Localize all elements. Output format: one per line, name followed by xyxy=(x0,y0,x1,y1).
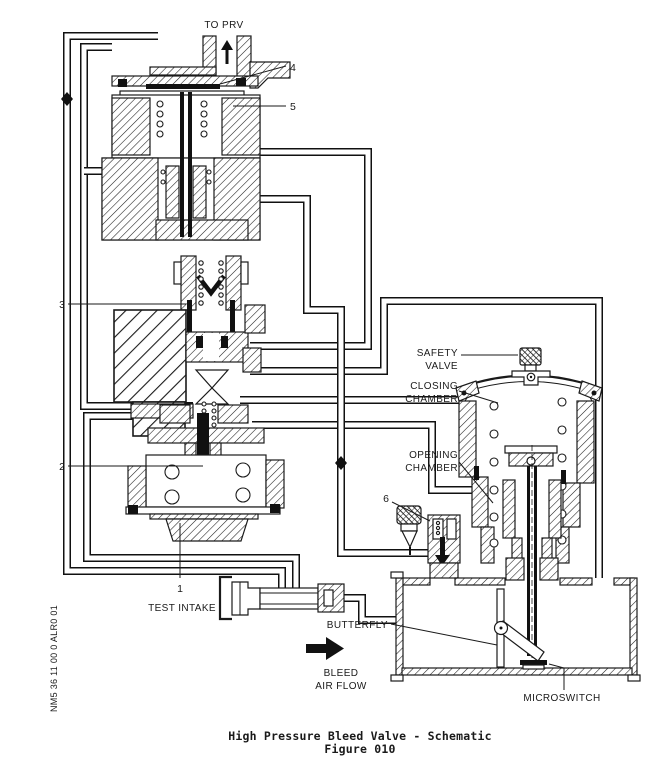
restrictor-valve xyxy=(396,505,461,579)
top-valve-springs xyxy=(156,100,208,138)
flow-indicator-diamond xyxy=(61,92,73,106)
label-opening-chamber-2: CHAMBER xyxy=(405,463,458,474)
poppet xyxy=(440,537,445,557)
bleed-duct xyxy=(306,571,641,682)
diaphragm-flange xyxy=(125,506,281,515)
callout-2: 2 xyxy=(59,461,65,473)
piston-rod xyxy=(527,466,530,656)
microswitch-block xyxy=(520,660,547,665)
label-safety-valve-2: VALVE xyxy=(425,361,458,372)
label-opening-chamber-1: OPENING xyxy=(409,450,458,461)
annotations: TO PRV 4 5 3 2 1 6 SAFETY VALVE CLOSING … xyxy=(49,20,600,756)
piston xyxy=(504,445,558,454)
callout-5: 5 xyxy=(290,101,296,113)
actuator xyxy=(455,347,603,660)
to-prv-arrow-icon xyxy=(221,40,233,64)
flow-arrow-icon xyxy=(306,637,344,660)
label-bleed-air-flow-1: BLEED xyxy=(324,668,359,679)
valve-disc xyxy=(146,84,220,89)
label-test-intake: TEST INTAKE xyxy=(148,603,216,614)
test-intake-fitting xyxy=(218,575,345,621)
leader-lines xyxy=(68,65,565,690)
label-closing-chamber-2: CHAMBER xyxy=(405,394,458,405)
valve-body-block xyxy=(113,309,187,403)
label-to-prv: TO PRV xyxy=(204,20,243,31)
figure-number: Figure 010 xyxy=(324,742,395,756)
callout-6: 6 xyxy=(383,493,389,505)
flow-indicator-diamond xyxy=(335,456,347,470)
callout-3: 3 xyxy=(59,299,65,311)
middle-valve xyxy=(113,255,266,437)
valve-stem xyxy=(180,92,184,237)
figure-reference-number: NM5 36 11 00 0 ALR0 01 xyxy=(49,605,59,712)
figure-caption: High Pressure Bleed Valve - Schematic xyxy=(228,729,492,743)
label-bleed-air-flow-2: AIR FLOW xyxy=(315,681,367,692)
callout-4: 4 xyxy=(290,62,296,74)
callout-1: 1 xyxy=(177,583,183,595)
lower-relay-valve xyxy=(125,403,285,542)
label-closing-chamber-1: CLOSING xyxy=(410,381,458,392)
middle-valve-spring xyxy=(198,260,224,306)
label-safety-valve-1: SAFETY xyxy=(417,348,458,359)
actuator-spring xyxy=(489,397,567,548)
label-butterfly: BUTTERFLY xyxy=(327,620,388,631)
safety-valve xyxy=(511,347,551,386)
label-microswitch: MICROSWITCH xyxy=(523,693,600,704)
